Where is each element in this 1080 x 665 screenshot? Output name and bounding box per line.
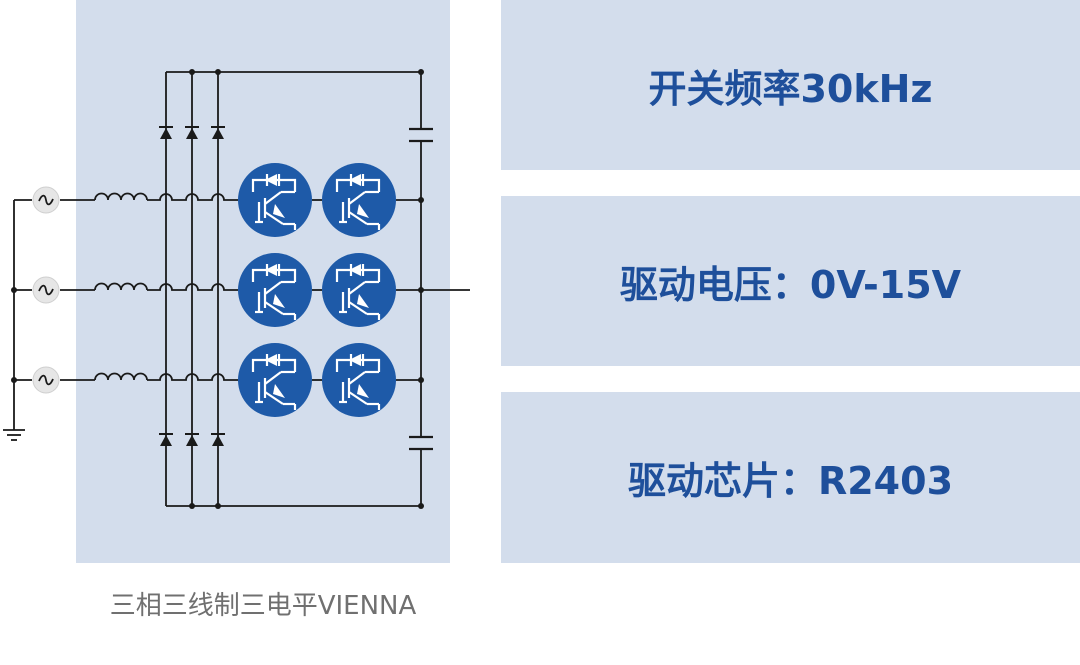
diode-icon: [184, 433, 200, 447]
spec-drive-voltage: 驱动电压：0V-15V: [501, 196, 1080, 366]
capacitor-icon: [409, 127, 433, 451]
ac-source-icon: [32, 276, 60, 304]
igbt-switch-icon: [320, 161, 398, 239]
diode-icon: [184, 126, 200, 140]
igbt-switch-icon: [236, 251, 314, 329]
igbt-switch-icon: [320, 251, 398, 329]
circuit-caption: 三相三线制三电平VIENNA: [109, 591, 417, 621]
diode-icon: [210, 126, 226, 140]
diode-icon: [158, 433, 174, 447]
igbt-switch-icon: [236, 341, 314, 419]
inductor-icon: [94, 192, 148, 201]
spec-label: 开关频率30kHz: [648, 66, 933, 111]
ac-source-icon: [32, 186, 60, 214]
igbt-switch-icon: [236, 161, 314, 239]
inductor-icon: [94, 372, 148, 381]
spec-label: 驱动芯片：R2403: [627, 459, 954, 503]
spec-driver-chip: 驱动芯片：R2403: [501, 392, 1080, 563]
ac-source-icon: [32, 366, 60, 394]
spec-switching-frequency: 开关频率30kHz: [501, 0, 1080, 170]
diode-icon: [210, 433, 226, 447]
ground-icon: [3, 429, 25, 441]
igbt-switch-icon: [320, 341, 398, 419]
spec-label: 驱动电压：0V-15V: [619, 262, 962, 307]
diode-icon: [158, 126, 174, 140]
inductor-icon: [94, 282, 148, 291]
